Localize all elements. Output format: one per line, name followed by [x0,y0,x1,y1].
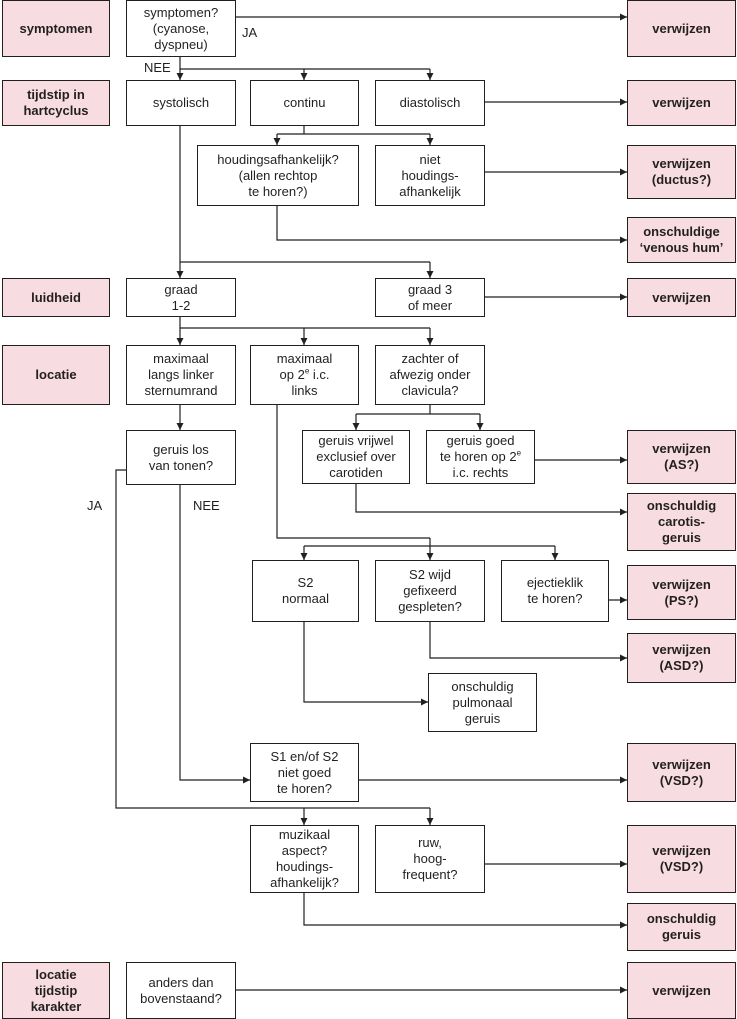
question-diastolisch: diastolisch [375,80,485,126]
question-s1-s2: S1 en/of S2 niet goed te horen? [250,743,359,802]
label-ja-symptomen: JA [242,25,258,40]
category-luidheid: luidheid [2,278,110,317]
question-houdingsafhankelijk: houdingsafhankelijk? (allen rechtop te h… [197,145,359,206]
outcome-verwijzen-as: verwijzen (AS?) [627,430,736,484]
outcome-verwijzen-asd: verwijzen (ASD?) [627,633,736,683]
arrow-s2wijd-asd [429,622,627,662]
question-zachter-afwezig: zachter of afwezig onder clavicula? [375,345,485,405]
category-symptomen: symptomen [2,0,110,57]
outcome-verwijzen-graad3: verwijzen [627,278,736,317]
outcome-carotis-geruis: onschuldig carotis- geruis [627,493,736,551]
category-tijdstip: tijdstip in hartcyclus [2,80,110,126]
question-geruis-los: geruis los van tonen? [126,430,236,485]
question-muzikaal: muzikaal aspect? houdings- afhankelijk? [250,825,359,893]
question-graad-1-2: graad 1-2 [126,278,236,317]
outcome-verwijzen-ductus: verwijzen (ductus?) [627,145,736,199]
question-systolisch: systolisch [126,80,236,126]
label-nee-symptomen: NEE [144,60,171,75]
label-ja-geruis-los: JA [87,498,103,513]
arrow-muzikaal-onschuldig [303,893,627,929]
arrow-houdings-venous [276,206,627,244]
question-niet-houdingsafhankelijk: niet houdings- afhankelijk [375,145,485,206]
question-goed-te-horen: geruis goed te horen op 2e i.c. rechts [426,430,535,484]
question-symptomen: symptomen? (cyanose, dyspneu) [126,0,236,57]
question-maximaal-op-2e: maximaal op 2e i.c. links [250,345,359,405]
question-anders: anders dan bovenstaand? [126,962,236,1019]
question-continu: continu [250,80,359,126]
outcome-onschuldig-geruis: onschuldig geruis [627,903,736,951]
outcome-verwijzen-vsd-1: verwijzen (VSD?) [627,743,736,802]
question-s2-normaal: S2 normaal [252,560,359,622]
question-maximaal-linker: maximaal langs linker sternumrand [126,345,236,405]
arrow-geruislos-nee-s1s2 [179,485,250,784]
label-nee-geruis-los: NEE [193,498,220,513]
arrow-s2normaal-pulmonaal [303,622,428,706]
question-exclusief-carotiden: geruis vrijwel exclusief over carotiden [302,430,410,484]
question-s2-wijd: S2 wijd gefixeerd gespleten? [375,560,485,622]
arrow-exclusief-carotis [355,484,627,516]
question-ruw-hoogfrequent: ruw, hoog- frequent? [375,825,485,893]
category-locatie-tijdstip-karakter: locatie tijdstip karakter [2,962,110,1019]
outcome-verwijzen-anders: verwijzen [627,962,736,1019]
outcome-verwijzen-diastolisch: verwijzen [627,80,736,126]
outcome-verwijzen-ps: verwijzen (PS?) [627,565,736,620]
question-ejectieklik: ejectieklik te horen? [501,560,609,622]
category-locatie: locatie [2,345,110,405]
outcome-verwijzen-vsd-2: verwijzen (VSD?) [627,825,736,893]
goed-te-horen-text: geruis goed te horen op 2e i.c. rechts [439,433,522,480]
maximaal-op-text: maximaal op 2e i.c. links [276,351,333,398]
outcome-pulmonaal-geruis: onschuldig pulmonaal geruis [428,673,537,732]
question-graad-3: graad 3 of meer [375,278,485,317]
line-geruislos-ja [115,469,430,809]
outcome-verwijzen-symptomen: verwijzen [627,0,736,57]
outcome-venous-hum: onschuldige ‘venous hum’ [627,217,736,263]
line-maximaalop-down [276,405,430,539]
